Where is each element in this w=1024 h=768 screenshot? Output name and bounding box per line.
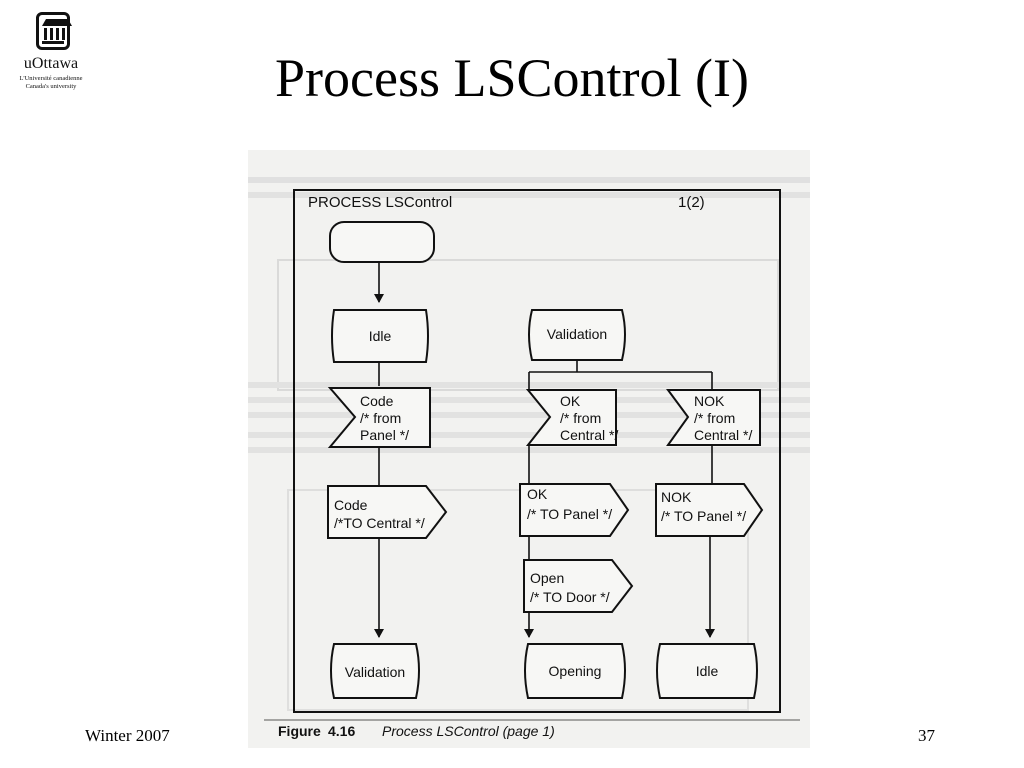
next-opening-symbol <box>524 643 626 699</box>
output-code-line-2: /*TO Central */ <box>334 515 425 531</box>
output-ok-line-1: OK <box>527 486 548 502</box>
input-ok-line-2: /* from <box>560 410 601 426</box>
output-ok-line-2: /* TO Panel */ <box>527 506 612 522</box>
input-code-line-1: Code <box>360 393 394 409</box>
input-nok-line-3: Central */ <box>694 427 752 443</box>
logo-tagline-french: L'Université canadienne <box>19 75 83 82</box>
output-nok-line-1: NOK <box>661 489 692 505</box>
output-ok-symbol <box>519 483 630 537</box>
input-ok-line-3: Central */ <box>560 427 618 443</box>
input-code-symbol <box>327 387 431 448</box>
next-validation-label: Validation <box>345 664 405 680</box>
uottawa-logo: uOttawa L'Université canadienne Canada's… <box>10 12 92 92</box>
slide-title: Process LSControl (I) <box>275 48 749 108</box>
university-building-icon <box>36 12 72 50</box>
page-indicator: 1(2) <box>678 194 705 211</box>
input-nok-line-2: /* from <box>694 410 735 426</box>
output-nok-line-2: /* TO Panel */ <box>661 508 746 524</box>
output-nok-symbol <box>655 483 764 537</box>
caption-label: Figure <box>278 723 321 739</box>
output-open-line-1: Open <box>530 570 564 586</box>
validation-state-label: Validation <box>547 326 607 342</box>
input-code-line-3: Panel */ <box>360 427 409 443</box>
next-idle-symbol <box>656 643 758 699</box>
caption-number: 4.16 <box>328 723 355 739</box>
process-frame <box>293 189 781 713</box>
input-code-line-2: /* from <box>360 410 401 426</box>
page-number: 37 <box>918 726 935 745</box>
input-nok-line-1: NOK <box>694 393 725 409</box>
logo-name: uOttawa <box>23 55 79 72</box>
idle-state-symbol <box>331 309 429 363</box>
next-opening-label: Opening <box>549 663 602 679</box>
input-nok-symbol <box>666 389 761 446</box>
next-validation-symbol <box>330 643 420 699</box>
output-code-line-1: Code <box>334 497 368 513</box>
sdl-process-diagram: PROCESS LSControl 1(2) Idle Code /* from… <box>248 150 810 748</box>
caption-text: Process LSControl (page 1) <box>382 723 555 739</box>
next-idle-label: Idle <box>696 663 719 679</box>
logo-tagline-english: Canada's university <box>25 83 77 90</box>
input-ok-symbol <box>525 389 617 446</box>
process-header-label: PROCESS LSControl <box>308 194 452 211</box>
validation-state-symbol <box>528 309 626 361</box>
output-open-line-2: /* TO Door */ <box>530 589 610 605</box>
input-ok-line-1: OK <box>560 393 581 409</box>
output-open-symbol <box>523 559 634 613</box>
footer-term: Winter 2007 <box>85 726 170 745</box>
output-code-symbol <box>327 485 448 539</box>
start-symbol <box>329 221 435 263</box>
idle-state-label: Idle <box>369 328 392 344</box>
